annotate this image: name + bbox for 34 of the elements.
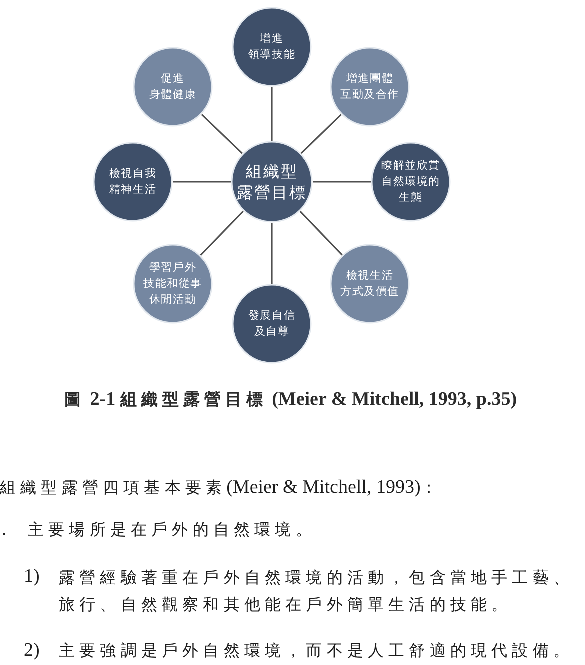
goal-text: 增進團體互動及合作 xyxy=(340,71,400,103)
goal-circle xyxy=(133,47,213,127)
connector-line xyxy=(271,223,273,284)
connector-line xyxy=(271,87,273,141)
connector-line xyxy=(300,211,343,256)
hub-circle xyxy=(231,141,313,223)
connector-line xyxy=(200,210,244,256)
figure-caption: 圖 2-1 組織型露營目標 (Meier & Mitchell, 1993, p.35) xyxy=(64,388,518,412)
goal-circle xyxy=(232,7,312,87)
goal-text: 發展自信及自尊 xyxy=(248,308,296,340)
goal-circle xyxy=(330,244,410,324)
list-item-text: 露營經驗著重在戶外自然環境的活動，包含當地手工藝、旅行、自然觀察和其他能在戶外簡單生活的技能。 xyxy=(59,568,574,616)
goal-circle xyxy=(232,284,312,364)
list-item-text: 主要強調是戶外自然環境，而不是人工舒適的現代設備。 xyxy=(59,642,574,662)
connector-line xyxy=(201,114,243,154)
goal-text: 檢視生活方式及價值 xyxy=(340,268,400,300)
hub-title: 組織型露營目標 xyxy=(237,161,307,203)
list-number: 2) xyxy=(24,639,40,663)
list-marker: . xyxy=(2,518,7,542)
body-text: 組織型露營四項基本要素(Meier & Mitchell, 1993)： xyxy=(0,476,442,500)
goal-text: 檢視自我精神生活 xyxy=(109,166,157,198)
goal-text: 學習戶外技能和從事休閒活動 xyxy=(144,260,202,308)
connector-line xyxy=(313,181,371,183)
goal-circle xyxy=(371,142,451,222)
connector-line xyxy=(173,181,231,183)
list-item-text: 主要場所是在戶外的自然環境。 xyxy=(28,520,316,541)
goal-circle xyxy=(133,244,213,324)
goal-text: 促進身體健康 xyxy=(149,71,197,103)
goal-circle xyxy=(330,47,410,127)
goal-circle xyxy=(93,142,173,222)
goal-text: 增進領導技能 xyxy=(248,31,296,63)
list-number: 1) xyxy=(24,565,40,589)
connector-line xyxy=(300,114,342,154)
goal-text: 瞭解並欣賞自然環境的生態 xyxy=(382,158,440,206)
